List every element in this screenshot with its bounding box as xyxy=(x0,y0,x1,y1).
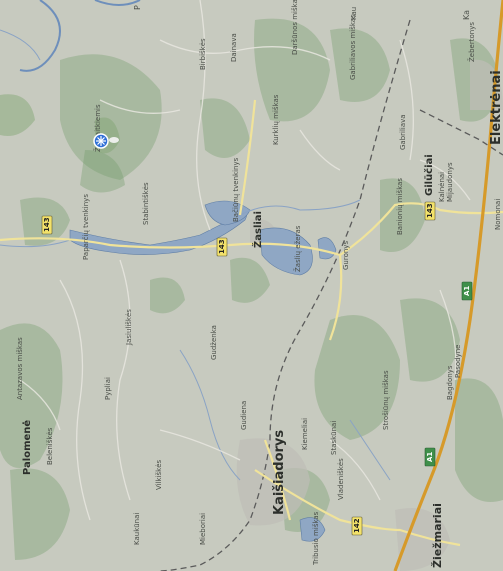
label-giliai: Gilūčiai xyxy=(423,154,435,196)
label-gudiena: Gudiena xyxy=(240,401,248,430)
label-gabriliavos-miskas: Gabriliavos miškas xyxy=(349,14,357,80)
label-zemaitkiemis: Žemaitkiemis xyxy=(93,104,102,152)
label-mijaudonys: Mijaudonys xyxy=(446,162,454,202)
label-darsunos-miskas: Daršūnos miškas xyxy=(291,0,299,55)
road-signs: 143 143 143 142 A1 A1 xyxy=(41,201,473,536)
label-gabriliava: Gabriliava xyxy=(399,114,407,150)
road-sign-143-east: 143 xyxy=(424,201,436,221)
label-ka: Ka xyxy=(462,10,471,20)
railways xyxy=(159,19,503,571)
label-vladeniskes: Vladeniškės xyxy=(337,458,345,500)
road-sign-143-center: 143 xyxy=(216,237,228,257)
svg-text:A1: A1 xyxy=(426,452,434,462)
label-nomonai: Nomonai xyxy=(494,199,502,230)
label-pasodyne: Pasodyne xyxy=(454,345,462,378)
svg-text:142: 142 xyxy=(353,518,361,533)
label-ziezmariai: Žiežmariai xyxy=(431,503,444,568)
location-marker[interactable] xyxy=(93,133,119,149)
label-antazavos-miskas: Antazavos miškas xyxy=(16,337,24,400)
minor-roads xyxy=(19,0,471,521)
label-kaukunai: Kaukūnai xyxy=(133,513,141,545)
svg-text:143: 143 xyxy=(426,203,434,218)
label-pypliai: Pypliai xyxy=(104,377,112,400)
label-paparciu-tvenkinys: Paparčių tvenkinys xyxy=(82,194,90,260)
svg-text:A1: A1 xyxy=(463,286,471,296)
label-palomene: Palomenė xyxy=(22,420,33,475)
label-kaisiadorys: Kaišiadorys xyxy=(272,430,287,515)
label-jasiuliskes: Jasiuliškės xyxy=(125,309,133,346)
road-sign-142: 142 xyxy=(351,516,363,536)
label-birbiskes: Birbiškės xyxy=(199,38,207,70)
label-vilkiskes: Vilkiškės xyxy=(155,459,163,490)
label-strosiunu-miskas: Strošiūnų miškas xyxy=(382,370,390,430)
road-sign-143-west: 143 xyxy=(41,215,53,235)
label-tribusio-miskas: Tribusio miškas xyxy=(312,511,320,566)
major-roads xyxy=(0,99,503,547)
highway-a1 xyxy=(393,0,503,571)
label-p: P xyxy=(133,5,142,10)
road-sign-a1-north: A1 xyxy=(461,281,473,301)
label-banionu-miskas: Banionių miškas xyxy=(396,178,404,235)
label-kiemeliai: Kiemeliai xyxy=(301,418,309,450)
label-kurkliu-miskas: Kurklių miškas xyxy=(272,94,280,145)
road-sign-a1-south: A1 xyxy=(424,447,436,467)
label-zebertonys: Žebertonys xyxy=(467,22,476,62)
label-kau: Kau xyxy=(350,7,358,20)
label-zasliai: Žasliai xyxy=(251,211,264,248)
label-elektrenai: Elektrėnai xyxy=(489,70,503,145)
label-kalnenai: Kalnėnai xyxy=(438,172,446,202)
label-stabintiskes: Stabintiškės xyxy=(142,182,150,225)
svg-text:143: 143 xyxy=(218,239,226,254)
label-guronys: Guronys xyxy=(342,241,350,270)
label-bagdonys: Bagdonys xyxy=(446,365,454,400)
place-labels: Žemaitkiemis Birbiškės Dainava Daršūnos … xyxy=(16,0,502,566)
location-star-icon xyxy=(96,136,106,146)
label-zasliu-ezeras: Žaslių ežeras xyxy=(293,225,302,272)
label-mieboriai: Mieboriai xyxy=(199,513,207,545)
town-labels: Elektrėnai Kaišiadorys Žasliai Gilūčiai … xyxy=(22,70,503,568)
label-beleniskes: Beleniškės xyxy=(46,427,54,465)
label-dainava: Dainava xyxy=(230,33,238,62)
label-gudzenka: Gudženka xyxy=(210,325,218,360)
label-baciunu-tvenkinys: Bačiūnų tvenkinys xyxy=(232,157,240,222)
label-staskunai: Staskūnai xyxy=(330,421,338,455)
svg-text:143: 143 xyxy=(43,217,51,232)
